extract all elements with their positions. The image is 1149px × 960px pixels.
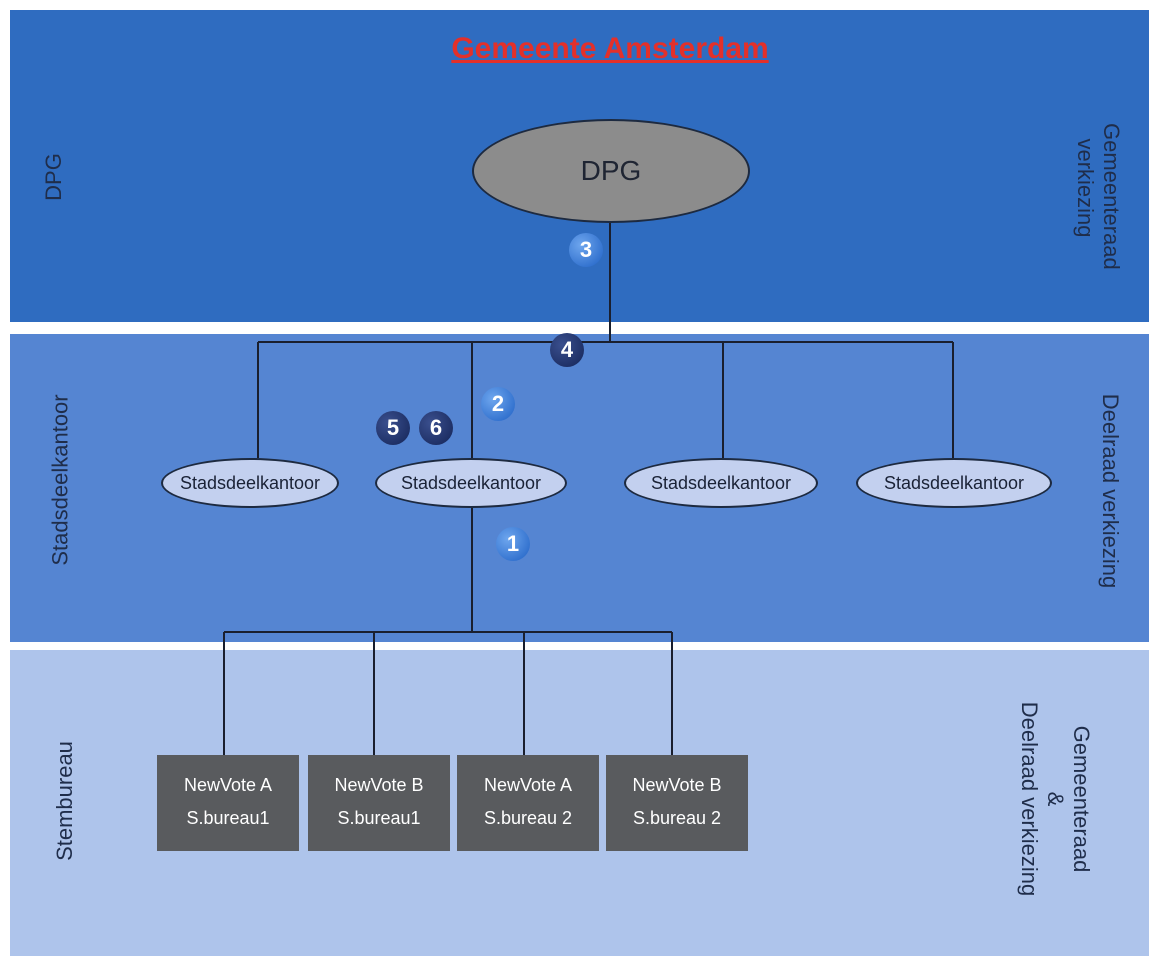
office-node-3: Stadsdeelkantoor <box>624 458 818 508</box>
step-badge-3: 3 <box>569 233 603 267</box>
step-badge-5: 5 <box>376 411 410 445</box>
diagram-title: Gemeente Amsterdam <box>451 32 769 65</box>
polling-station-box-3: NewVote A S.bureau 2 <box>457 755 599 851</box>
office-node-4: Stadsdeelkantoor <box>856 458 1052 508</box>
box-3-line2: S.bureau 2 <box>483 808 573 828</box>
dpg-node: DPG <box>472 119 750 223</box>
step-badge-1: 1 <box>496 527 530 561</box>
box-2-line1: NewVote B <box>334 775 424 795</box>
box-1-line2: S.bureau1 <box>186 808 270 828</box>
box-1-line1: NewVote A <box>183 775 273 795</box>
polling-station-box-2: NewVote B S.bureau1 <box>308 755 450 851</box>
office-node-2: Stadsdeelkantoor <box>375 458 567 508</box>
step-badge-6: 6 <box>419 411 453 445</box>
step-badge-4: 4 <box>550 333 584 367</box>
box-2-line2: S.bureau1 <box>337 808 421 828</box>
office-node-1: Stadsdeelkantoor <box>161 458 339 508</box>
box-3-line1: NewVote A <box>483 775 573 795</box>
polling-station-box-1: NewVote A S.bureau1 <box>157 755 299 851</box>
polling-station-box-4: NewVote B S.bureau 2 <box>606 755 748 851</box>
box-4-line2: S.bureau 2 <box>632 808 722 828</box>
box-4-line1: NewVote B <box>632 775 722 795</box>
step-badge-2: 2 <box>481 387 515 421</box>
